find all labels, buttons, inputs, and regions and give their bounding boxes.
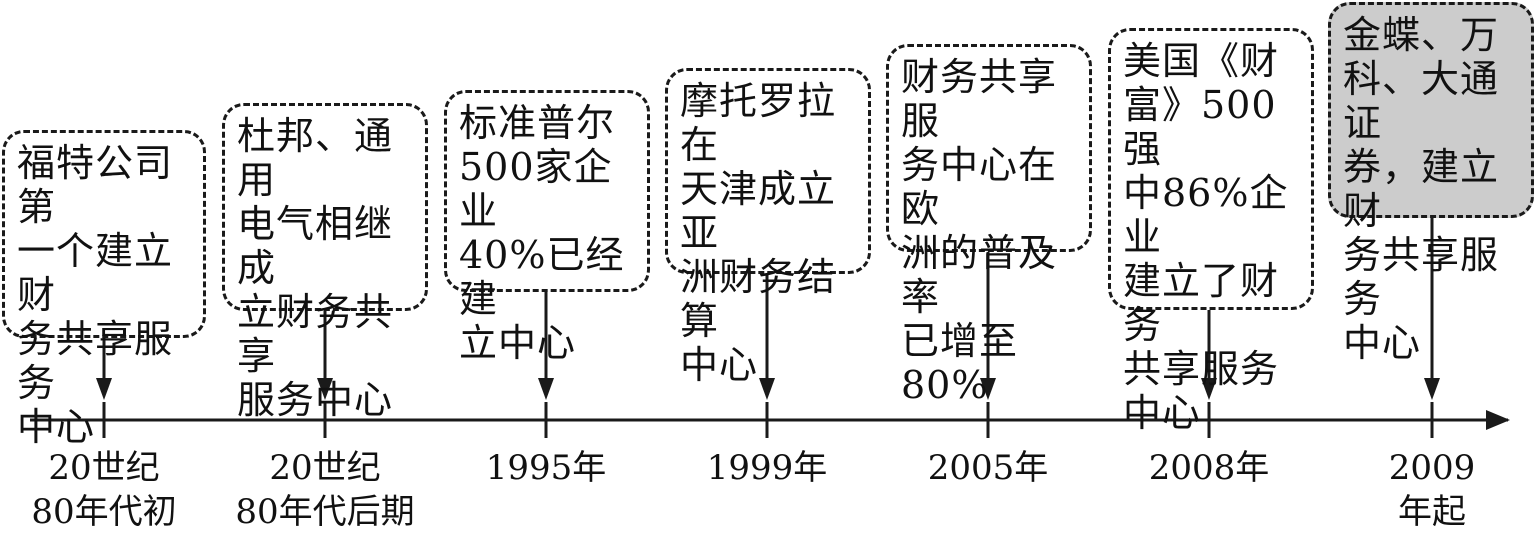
connector-arrowhead-6 bbox=[1201, 378, 1217, 400]
event-text-4: 摩托罗拉在 天津成立亚 洲财务结算 中心 bbox=[680, 79, 837, 387]
event-box-5: 财务共享服 务中心在欧 洲的普及率 已增至80% bbox=[886, 44, 1092, 407]
event-box-3: 标准普尔 500家企业 40%已经建 立中心 bbox=[444, 90, 650, 365]
event-box-2: 杜邦、通用 电气相继成 立财务共享 服务中心 bbox=[222, 103, 428, 422]
event-label-6: 2008年 bbox=[1148, 448, 1270, 488]
event-label-1: 20世纪 80年代初 bbox=[31, 448, 177, 532]
event-text-5: 财务共享服 务中心在欧 洲的普及率 已增至80% bbox=[901, 55, 1058, 407]
event-label-3: 1995年 bbox=[485, 448, 607, 488]
event-label-2: 20世纪 80年代后期 bbox=[235, 448, 415, 532]
connector-arrowhead-1 bbox=[96, 378, 112, 400]
connector-arrowhead-2 bbox=[317, 378, 333, 400]
connector-arrowhead-4 bbox=[759, 378, 775, 400]
event-box-6: 美国《财 富》500强 中86%企业 建立了财务 共享服务 中心 bbox=[1108, 28, 1314, 435]
event-text-2: 杜邦、通用 电气相继成 立财务共享 服务中心 bbox=[237, 114, 394, 422]
connector-arrowhead-5 bbox=[980, 378, 996, 400]
event-text-3: 标准普尔 500家企业 40%已经建 立中心 bbox=[459, 101, 625, 365]
connector-arrowhead-3 bbox=[538, 378, 554, 400]
connector-arrowhead-7 bbox=[1424, 378, 1440, 400]
event-box-7: 金蝶、万 科、大通证 券，建立财 务共享服务 中心 bbox=[1328, 2, 1534, 365]
event-label-4: 1999年 bbox=[706, 448, 828, 488]
event-label-7: 2009年起 bbox=[1388, 448, 1476, 532]
event-box-4: 摩托罗拉在 天津成立亚 洲财务结算 中心 bbox=[665, 68, 871, 387]
event-text-7: 金蝶、万 科、大通证 券，建立财 务共享服务 中心 bbox=[1343, 13, 1500, 365]
timeline-axis-arrow bbox=[1486, 410, 1510, 430]
event-text-1: 福特公司第 一个建立财 务共享服务 中心 bbox=[17, 141, 174, 449]
event-box-1: 福特公司第 一个建立财 务共享服务 中心 bbox=[2, 130, 206, 449]
event-label-5: 2005年 bbox=[927, 448, 1049, 488]
event-text-6: 美国《财 富》500强 中86%企业 建立了财务 共享服务 中心 bbox=[1123, 39, 1289, 435]
